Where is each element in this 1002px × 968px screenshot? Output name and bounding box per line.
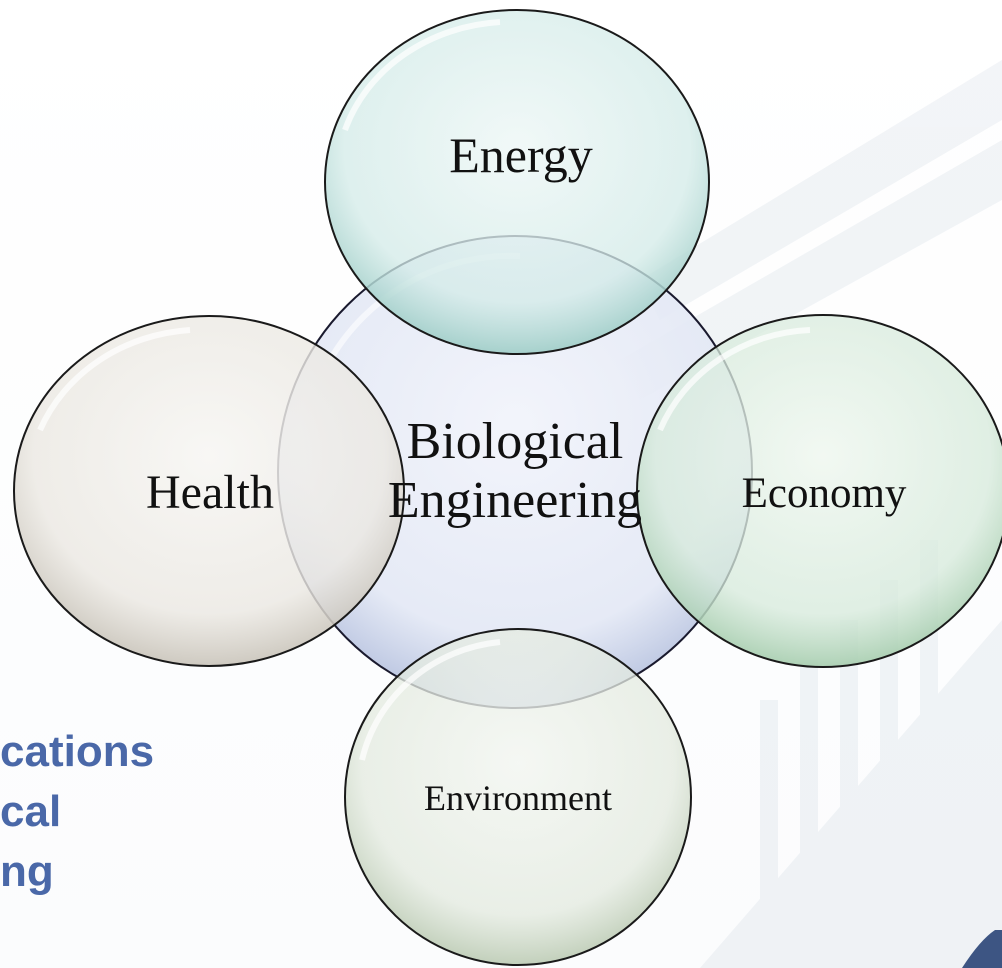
health-circle: [13, 315, 405, 667]
slide-title-line-2: cal: [0, 787, 62, 836]
environment-circle: [344, 628, 692, 966]
center-label-line-2: Engineering: [388, 472, 642, 529]
energy-circle: [324, 9, 710, 355]
center-label-line-1: Biological: [407, 413, 624, 470]
environment-label: Environment: [424, 778, 612, 818]
corner-swoosh: [962, 930, 1002, 968]
energy-label: Energy: [449, 127, 592, 183]
slide-title-line-3: ng: [0, 847, 54, 896]
economy-circle: [636, 314, 1002, 668]
slide-title: cations cal ng: [0, 722, 240, 902]
economy-label: Economy: [742, 470, 907, 517]
slide-title-line-1: cations: [0, 727, 155, 776]
health-label: Health: [146, 466, 274, 519]
